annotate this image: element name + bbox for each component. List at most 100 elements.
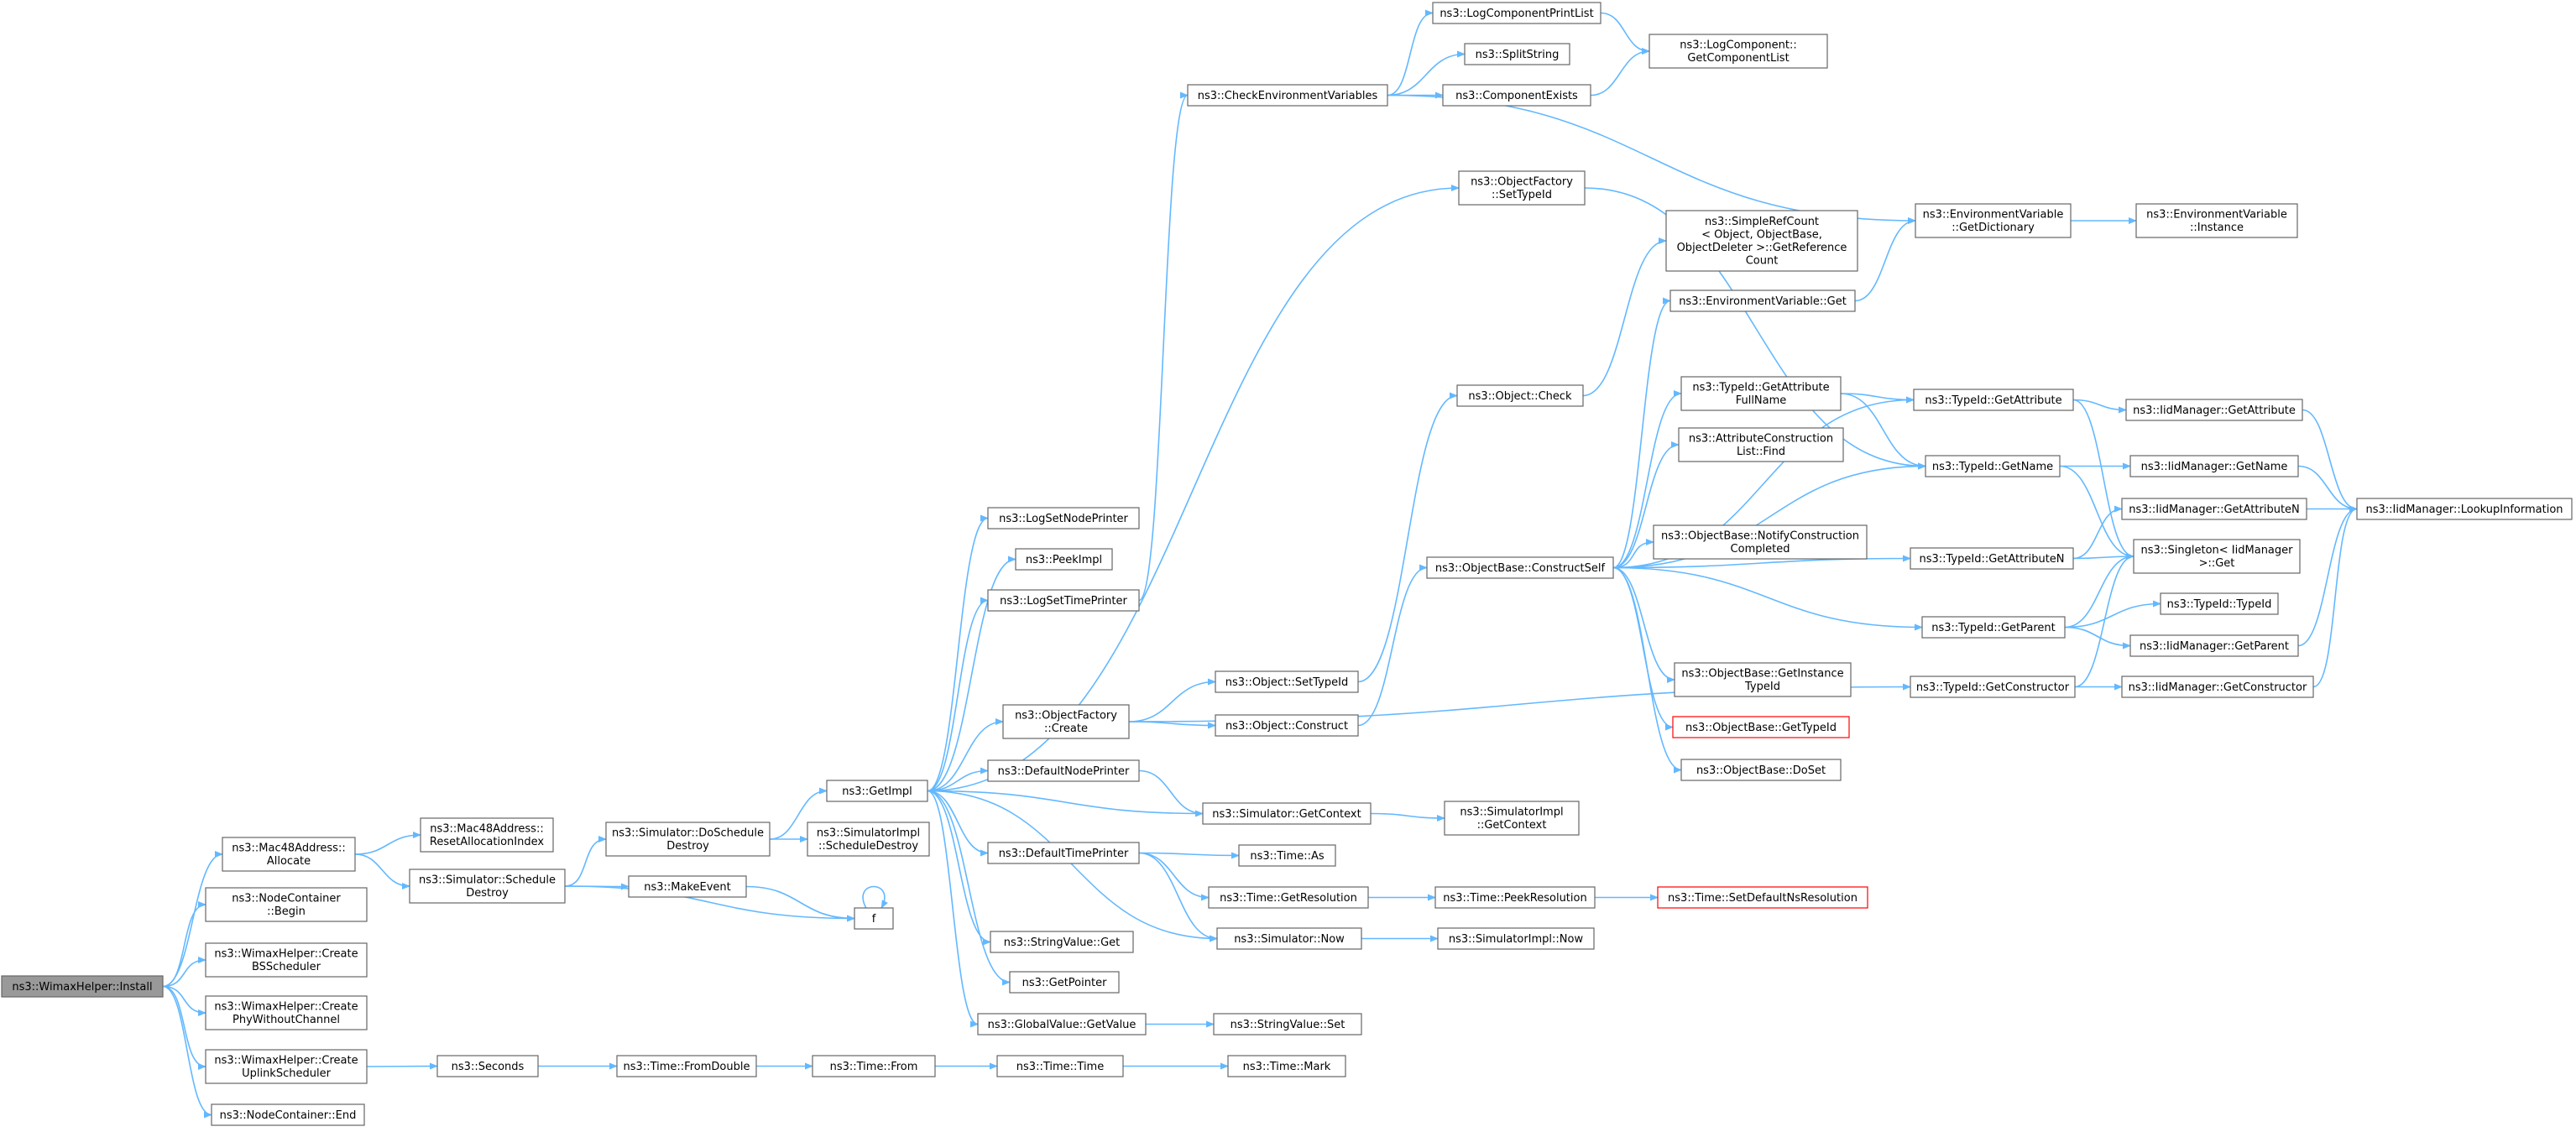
node-label: ::GetDictionary bbox=[1952, 222, 2035, 234]
node-objbase_gettypeid[interactable]: ns3::ObjectBase::GetTypeId bbox=[1672, 716, 1850, 738]
node-envvar_get[interactable]: ns3::EnvironmentVariable::Get bbox=[1669, 290, 1856, 312]
node-component_exists[interactable]: ns3::ComponentExists bbox=[1442, 84, 1591, 107]
node-label: ns3::GetPointer bbox=[1022, 977, 1107, 989]
node-time_from[interactable]: ns3::Time::From bbox=[812, 1055, 936, 1077]
node-box bbox=[1015, 548, 1113, 571]
node-typeid_getattribute[interactable]: ns3::TypeId::GetAttribute bbox=[1913, 389, 2074, 411]
node-box bbox=[1921, 616, 2066, 639]
edge-make_event-to-f bbox=[745, 885, 855, 922]
node-getimpl[interactable]: ns3::GetImpl bbox=[826, 780, 928, 802]
node-nc_end[interactable]: ns3::NodeContainer::End bbox=[211, 1103, 365, 1126]
node-typeid_typeid[interactable]: ns3::TypeId::TypeId bbox=[2160, 592, 2279, 615]
node-label: ns3::MakeEvent bbox=[644, 881, 731, 894]
node-envvar_instance[interactable]: ns3::EnvironmentVariable::Instance bbox=[2135, 203, 2298, 238]
node-iid_getattribute[interactable]: ns3::IidManager::GetAttribute bbox=[2125, 399, 2303, 421]
node-seconds[interactable]: ns3::Seconds bbox=[436, 1055, 539, 1077]
node-iid_getconstructor[interactable]: ns3::IidManager::GetConstructor bbox=[2121, 676, 2314, 698]
node-label: ns3::Simulator::DoSchedule bbox=[612, 827, 764, 840]
node-iid_lookup[interactable]: ns3::IidManager::LookupInformation bbox=[2356, 498, 2573, 520]
node-stringvalue_get[interactable]: ns3::StringValue::Get bbox=[990, 931, 1134, 953]
node-label: >::Get bbox=[2199, 557, 2235, 570]
node-time_fromdouble[interactable]: ns3::Time::FromDouble bbox=[616, 1055, 757, 1077]
node-label: ResetAllocationIndex bbox=[430, 836, 544, 848]
node-object_settypeid[interactable]: ns3::Object::SetTypeId bbox=[1215, 670, 1359, 693]
node-singleton_get[interactable]: ns3::Singleton< IidManager >::Get bbox=[2133, 539, 2301, 574]
node-label: ns3::DefaultTimePrinter bbox=[999, 848, 1129, 860]
node-label: ns3::LogSetNodePrinter bbox=[999, 513, 1128, 525]
node-stringvalue_set[interactable]: ns3::StringValue::Set bbox=[1213, 1013, 1362, 1035]
node-simplerefcount[interactable]: ns3::SimpleRefCount< Object, ObjectBase,… bbox=[1665, 210, 1858, 272]
node-time_getresolution[interactable]: ns3::Time::GetResolution bbox=[1208, 886, 1369, 909]
node-time_time[interactable]: ns3::Time::Time bbox=[996, 1055, 1124, 1077]
node-make_event[interactable]: ns3::MakeEvent bbox=[628, 875, 747, 898]
node-label: ns3::Simulator::Schedule bbox=[419, 874, 556, 887]
node-box bbox=[1434, 886, 1596, 909]
node-time_as[interactable]: ns3::Time::As bbox=[1238, 844, 1336, 867]
node-mac_alloc[interactable]: ns3::Mac48Address::Allocate bbox=[222, 837, 356, 872]
node-object_check[interactable]: ns3::Object::Check bbox=[1456, 384, 1584, 407]
node-mac_reset[interactable]: ns3::Mac48Address::ResetAllocationIndex bbox=[420, 817, 554, 853]
node-objfactory_create[interactable]: ns3::ObjectFactory::Create bbox=[1002, 704, 1130, 739]
node-getpointer[interactable]: ns3::GetPointer bbox=[1009, 971, 1120, 994]
node-log_comp_getlist[interactable]: ns3::LogComponent::GetComponentList bbox=[1649, 34, 1828, 69]
node-envvar_getdict[interactable]: ns3::EnvironmentVariable::GetDictionary bbox=[1915, 203, 2072, 238]
node-sim_getcontext[interactable]: ns3::Simulator::GetContext bbox=[1202, 802, 1372, 825]
node-install[interactable]: ns3::WimaxHelper::Install bbox=[1, 975, 164, 998]
node-label: ns3::ObjectFactory bbox=[1471, 176, 1573, 189]
node-log_comp_print[interactable]: ns3::LogComponentPrintList bbox=[1432, 2, 1602, 24]
node-label: ::Instance bbox=[2190, 222, 2244, 234]
edge-sim_getcontext-to-getimpl bbox=[927, 787, 1204, 815]
node-objfactory_settypeid[interactable]: ns3::ObjectFactory::SetTypeId bbox=[1458, 170, 1586, 206]
node-object_construct[interactable]: ns3::Object::Construct bbox=[1215, 714, 1359, 737]
node-peekimpl[interactable]: ns3::PeekImpl bbox=[1015, 548, 1113, 571]
node-label: f bbox=[872, 913, 876, 926]
node-splitstring[interactable]: ns3::SplitString bbox=[1464, 43, 1570, 65]
node-time_mark[interactable]: ns3::Time::Mark bbox=[1227, 1055, 1346, 1077]
node-log_node_printer[interactable]: ns3::LogSetNodePrinter bbox=[987, 507, 1140, 529]
node-label: ns3::TypeId::GetName bbox=[1932, 461, 2053, 473]
node-iid_getname[interactable]: ns3::IidManager::GetName bbox=[2129, 455, 2299, 477]
node-box bbox=[1910, 676, 2076, 698]
node-globalvalue_getvalue[interactable]: ns3::GlobalValue::GetValue bbox=[977, 1013, 1147, 1035]
edge-default_time_printer-to-sim_now bbox=[1138, 852, 1218, 942]
edge-component_exists-to-log_comp_getlist bbox=[1590, 48, 1650, 97]
edge-getimpl-to-objfactory_create bbox=[927, 718, 1004, 792]
node-simimpl_getcontext[interactable]: ns3::SimulatorImpl::GetContext bbox=[1444, 801, 1580, 836]
node-box bbox=[1680, 759, 1842, 781]
edge-typeid_getparent-to-typeid_typeid bbox=[2064, 600, 2161, 629]
node-box bbox=[1674, 662, 1852, 697]
node-create_phy[interactable]: ns3::WimaxHelper::CreatePhyWithoutChanne… bbox=[205, 995, 368, 1030]
node-iid_getparent[interactable]: ns3::IidManager::GetParent bbox=[2129, 634, 2299, 657]
node-default_node_printer[interactable]: ns3::DefaultNodePrinter bbox=[987, 759, 1140, 782]
node-sim_now[interactable]: ns3::Simulator::Now bbox=[1216, 927, 1362, 950]
node-objbase_notify[interactable]: ns3::ObjectBase::NotifyConstructionCompl… bbox=[1653, 524, 1868, 560]
node-typeid_getparent[interactable]: ns3::TypeId::GetParent bbox=[1921, 616, 2066, 639]
node-objbase_constructself[interactable]: ns3::ObjectBase::ConstructSelf bbox=[1426, 556, 1614, 579]
node-f[interactable]: f bbox=[854, 907, 894, 930]
node-log_time_printer[interactable]: ns3::LogSetTimePrinter bbox=[987, 589, 1140, 612]
node-typeid_getname[interactable]: ns3::TypeId::GetName bbox=[1925, 455, 2061, 477]
node-check_env[interactable]: ns3::CheckEnvironmentVariables bbox=[1187, 84, 1388, 107]
edge-default_node_printer-to-sim_getcontext bbox=[1138, 769, 1204, 817]
node-label: ns3::ObjectBase::DoSet bbox=[1696, 764, 1826, 777]
node-time_setdefaultns[interactable]: ns3::Time::SetDefaultNsResolution bbox=[1657, 886, 1868, 909]
node-iid_getattributen[interactable]: ns3::IidManager::GetAttributeN bbox=[2121, 498, 2307, 520]
node-nc_begin[interactable]: ns3::NodeContainer::Begin bbox=[205, 887, 368, 922]
node-simimpl_now[interactable]: ns3::SimulatorImpl::Now bbox=[1437, 927, 1595, 950]
node-default_time_printer[interactable]: ns3::DefaultTimePrinter bbox=[987, 842, 1140, 864]
edge-typeid_getparent-to-singleton_get bbox=[2064, 553, 2134, 629]
node-sim_sched_destroy[interactable]: ns3::Simulator::ScheduleDestroy bbox=[409, 869, 566, 904]
node-typeid_getattributen[interactable]: ns3::TypeId::GetAttributeN bbox=[1910, 547, 2074, 570]
edge-objbase_constructself-to-typeid_getattrfullname bbox=[1612, 390, 1682, 569]
node-typeid_getconstructor[interactable]: ns3::TypeId::GetConstructor bbox=[1910, 676, 2076, 698]
node-label: ns3::GlobalValue::GetValue bbox=[988, 1019, 1136, 1031]
node-time_peekresolution[interactable]: ns3::Time::PeekResolution bbox=[1434, 886, 1596, 909]
node-simimpl_sched_destroy[interactable]: ns3::SimulatorImpl::ScheduleDestroy bbox=[807, 822, 930, 857]
node-objbase_doset[interactable]: ns3::ObjectBase::DoSet bbox=[1680, 759, 1842, 781]
